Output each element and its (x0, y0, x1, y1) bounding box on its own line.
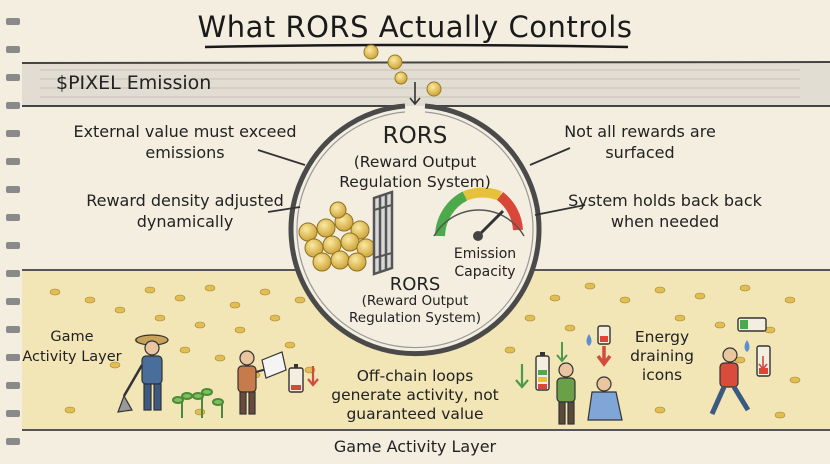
note-system-holds: System holds back back when needed (565, 190, 765, 232)
gate-icon (374, 192, 392, 274)
coin-icon (364, 45, 378, 59)
coin-icon (427, 82, 441, 96)
spiral-binding (6, 18, 20, 445)
battery-icon (536, 352, 549, 390)
note-external-value: External value must exceed emissions (60, 121, 310, 163)
offchain-note: Off-chain loops generate activity, not g… (330, 367, 500, 424)
note-reward-density: Reward density adjusted dynamically (60, 190, 310, 232)
title-underline (205, 45, 628, 47)
battery-icon (738, 318, 766, 331)
rors-subtitle: (Reward Output Regulation System) (320, 152, 510, 192)
bottom-layer-label: Game Activity Layer (0, 437, 830, 456)
page-title: What RORS Actually Controls (0, 10, 830, 44)
note-not-all-rewards: Not all rewards are surfaced (540, 121, 740, 163)
coin-icon (388, 55, 402, 69)
left-layer-label: Game Activity Layer (22, 327, 122, 367)
energy-label: Energy draining icons (612, 328, 712, 385)
emission-band-label: $PIXEL Emission (56, 72, 211, 94)
battery-icon (289, 364, 303, 392)
rors-title-secondary: RORS (335, 274, 495, 295)
battery-icon (598, 326, 610, 344)
rors-title: RORS (330, 123, 500, 149)
coin-icon (395, 72, 407, 84)
rors-subtitle-secondary: (Reward Output Regulation System) (335, 293, 495, 327)
